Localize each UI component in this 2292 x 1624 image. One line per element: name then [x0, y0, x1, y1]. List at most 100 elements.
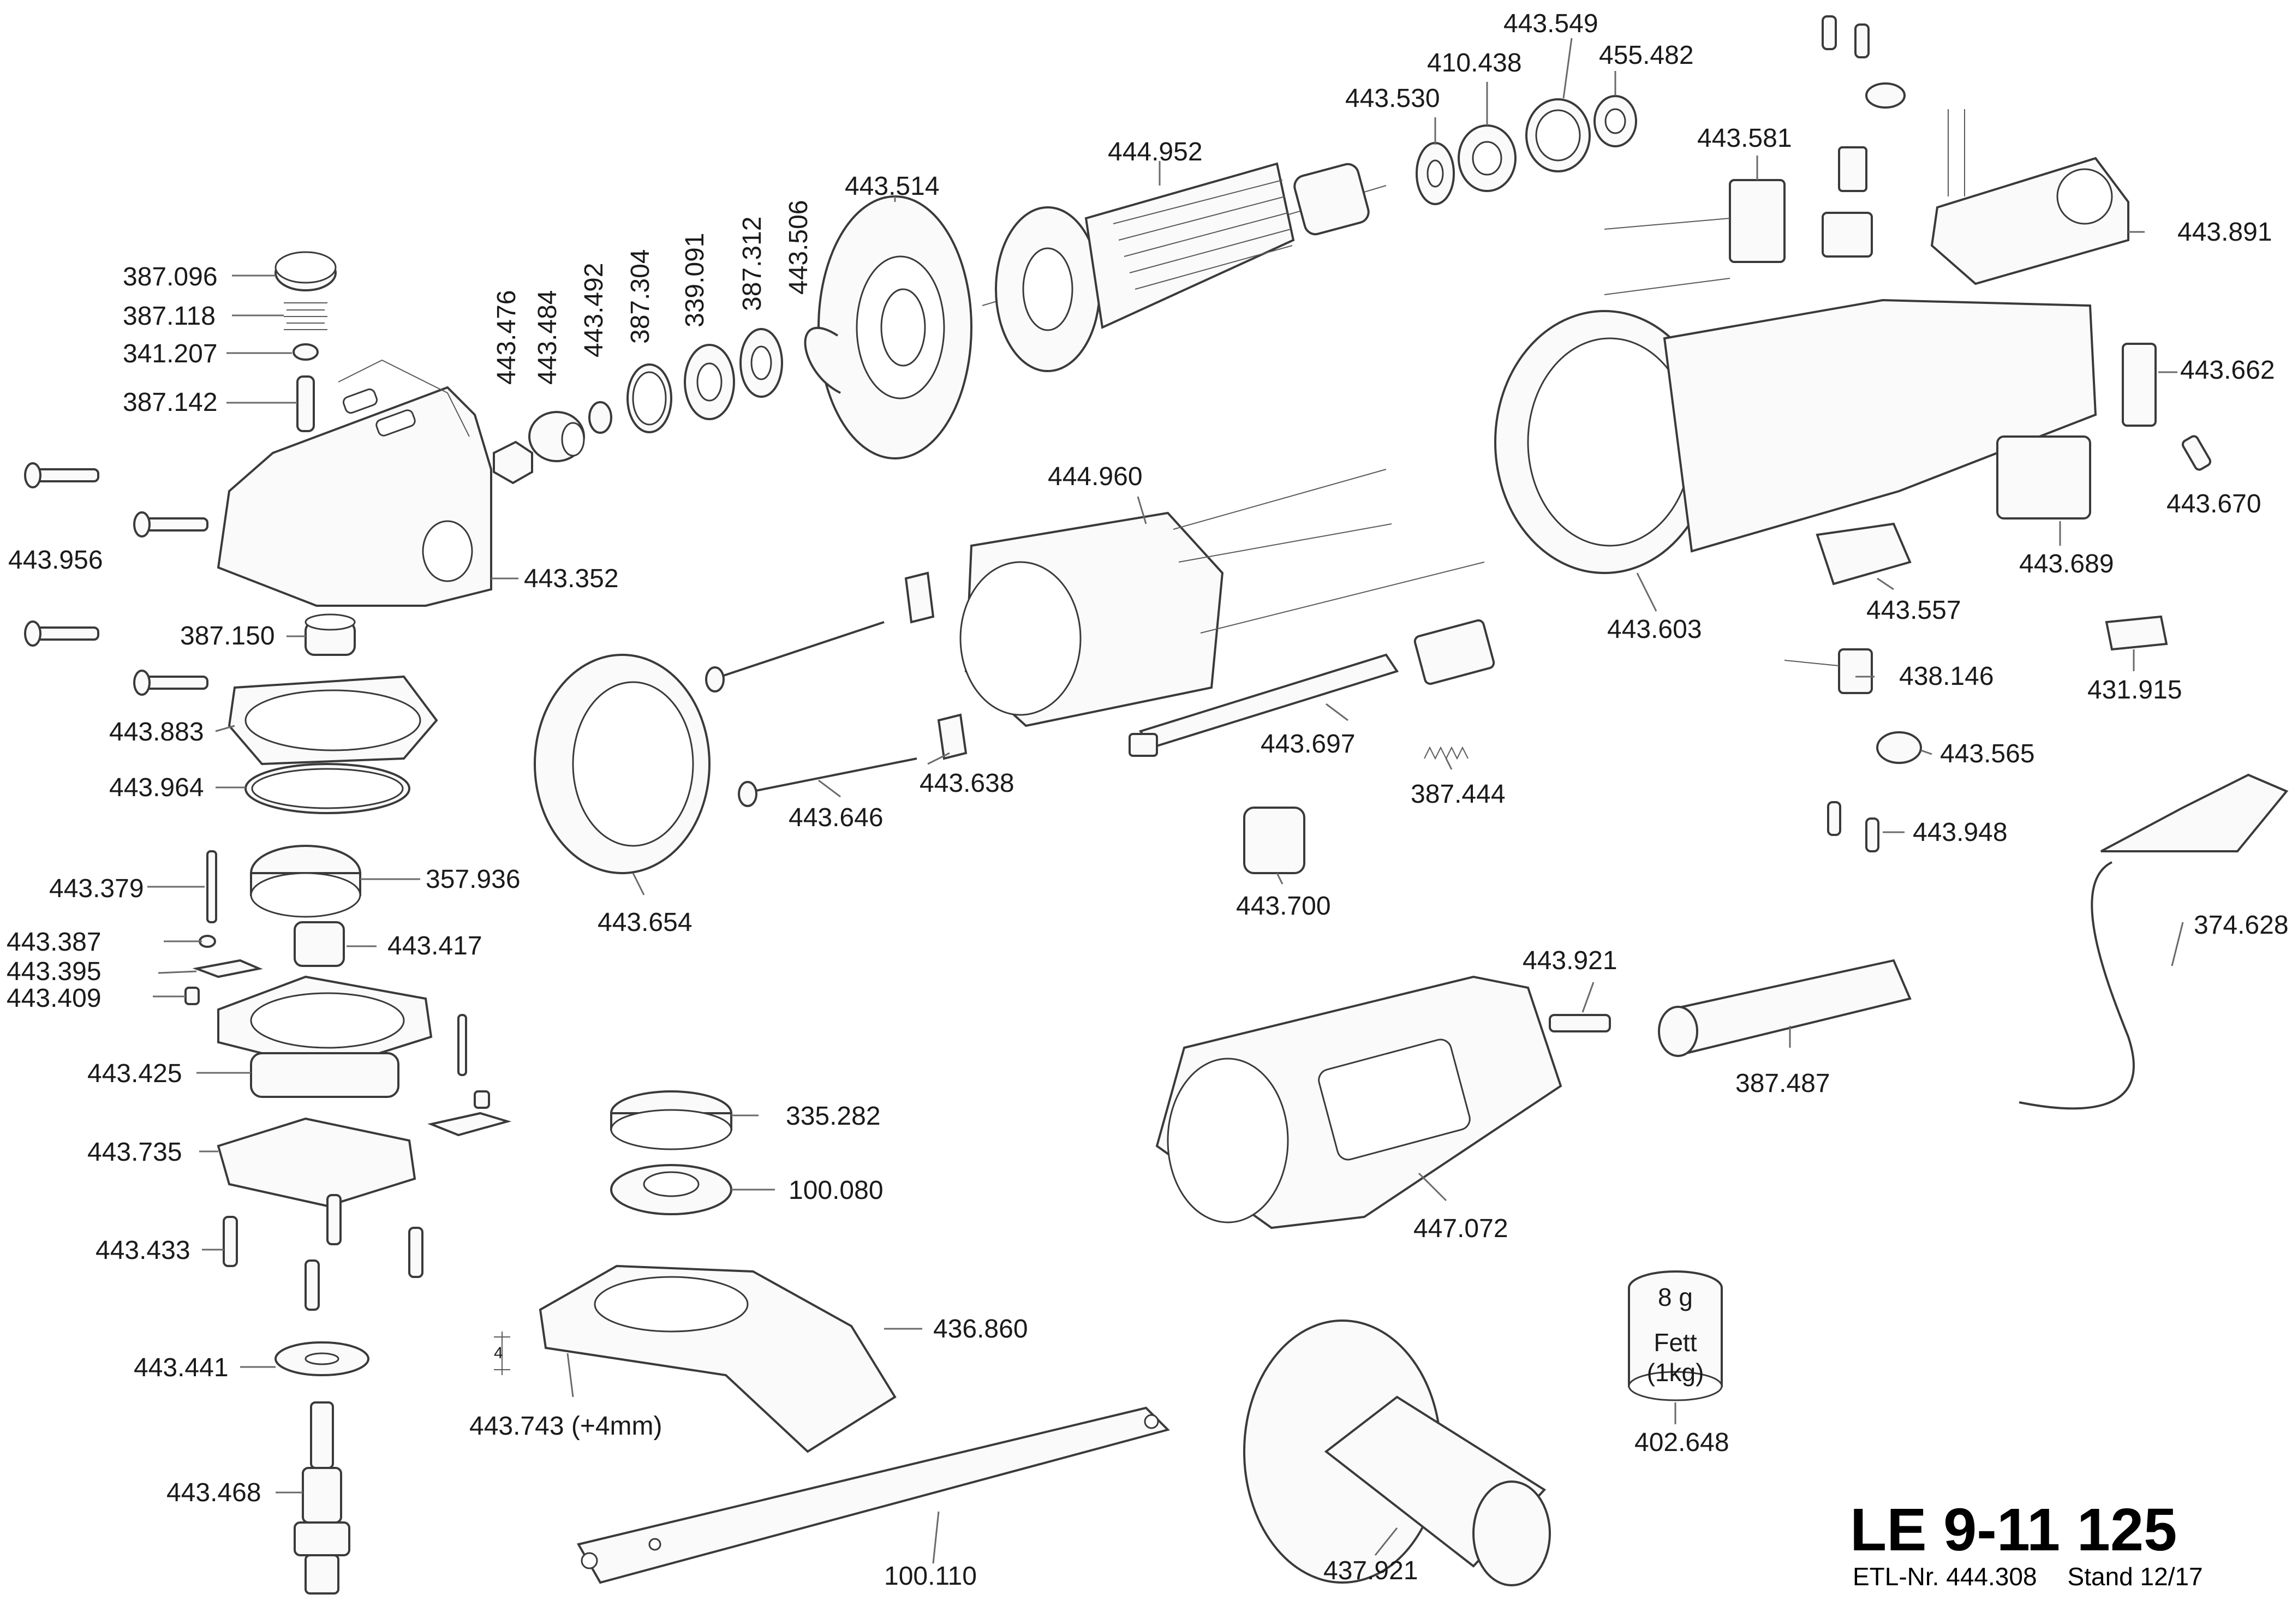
washer-341-207 — [293, 343, 319, 361]
screw-443-433-b — [326, 1194, 342, 1245]
spanner-100-110 — [576, 1406, 1170, 1584]
part-label-443-697: 443.697 — [1261, 730, 1356, 759]
dimension-marker — [494, 1332, 510, 1375]
grease-amount: 8 g — [1658, 1283, 1693, 1311]
screw-443-646-a — [705, 621, 885, 692]
part-label-431-915: 431.915 — [2087, 676, 2182, 704]
grease-line1: Fett — [1654, 1328, 1697, 1357]
spring-clip-443-565 — [1876, 731, 1922, 764]
part-label-443-603: 443.603 — [1607, 615, 1702, 644]
part-label-443-743: 443.743 (+4mm) — [469, 1412, 662, 1441]
part-label-443-514: 443.514 — [845, 172, 940, 201]
part-label-387-312: 387.312 — [738, 216, 767, 311]
stand-date: Stand 12/17 — [2067, 1562, 2203, 1591]
part-label-443-492: 443.492 — [580, 262, 608, 357]
flange-357-936 — [250, 845, 361, 918]
ring-455-482 — [1593, 95, 1637, 147]
gear-housing-443-352 — [217, 359, 492, 607]
footer: ETL-Nr. 444.308 Stand 12/17 — [1853, 1562, 2234, 1591]
part-label-387-096: 387.096 — [123, 262, 218, 291]
spindle-443-468 — [294, 1401, 350, 1595]
part-label-387-487: 387.487 — [1735, 1069, 1830, 1098]
clip-443-638-a — [904, 571, 935, 624]
part-label-443-638: 443.638 — [920, 769, 1014, 798]
part-label-443-352: 443.352 — [524, 564, 619, 593]
spring-clip-top — [1865, 82, 1906, 109]
part-label-436-860: 436.860 — [933, 1315, 1028, 1344]
part-label-443-565: 443.565 — [1940, 739, 2035, 768]
lever-443-395 — [192, 959, 263, 978]
sleeve-443-417 — [294, 921, 345, 967]
switch-443-557 — [1816, 522, 1912, 586]
brush-holder-443-581 — [1604, 179, 1786, 295]
part-label-374-628: 374.628 — [2194, 911, 2289, 940]
part-label-443-921: 443.921 — [1523, 946, 1617, 975]
part-label-443-468: 443.468 — [166, 1478, 261, 1507]
part-label-443-646: 443.646 — [789, 803, 884, 832]
part-label-443-433: 443.433 — [96, 1236, 190, 1265]
part-label-443-395: 443.395 — [7, 957, 102, 986]
ring-387-304 — [626, 363, 672, 433]
part-label-443-484: 443.484 — [533, 290, 562, 385]
part-label-387-304: 387.304 — [626, 249, 655, 344]
screw-443-956-a — [24, 462, 99, 488]
part-label-447-072: 447.072 — [1413, 1214, 1508, 1243]
o-ring-443-964 — [244, 763, 410, 814]
pin-387-142 — [296, 375, 315, 432]
etl-number: ETL-Nr. 444.308 — [1853, 1562, 2037, 1591]
electronics-443-891 — [1930, 109, 2129, 285]
part-label-341-207: 341.207 — [123, 339, 218, 368]
screw-443-646-b — [738, 757, 917, 807]
part-label-443-417: 443.417 — [387, 932, 482, 960]
screw-443-956-b — [133, 511, 208, 538]
slider-443-700 — [1243, 807, 1305, 874]
part-label-443-689: 443.689 — [2019, 550, 2114, 578]
grease-label: 8 g Fett (1kg) — [1629, 1282, 1722, 1388]
part-label-443-387: 443.387 — [7, 928, 102, 957]
part-label-443-425: 443.425 — [87, 1059, 182, 1088]
part-label-339-091: 339.091 — [681, 232, 709, 327]
part-label-410-438: 410.438 — [1427, 49, 1522, 77]
bearing-387-150 — [305, 613, 356, 656]
part-label-443-549: 443.549 — [1503, 9, 1598, 38]
gasket-443-883 — [228, 675, 438, 766]
washer-443-441 — [274, 1341, 369, 1376]
screws-443-948 — [1827, 801, 1879, 852]
screw-443-956-d — [133, 670, 208, 696]
part-label-443-379: 443.379 — [49, 874, 144, 903]
spring-387-118 — [284, 302, 327, 330]
screw-443-409 — [184, 987, 200, 1005]
terminal-431-915 — [2105, 615, 2168, 651]
part-label-443-891: 443.891 — [2177, 218, 2272, 247]
nut-443-476 — [493, 440, 533, 485]
screw-443-921 — [1549, 1014, 1611, 1032]
part-label-443-662: 443.662 — [2180, 356, 2275, 385]
screw-443-433-c — [408, 1227, 423, 1278]
washer-443-387 — [199, 935, 216, 948]
bushing-443-484 — [528, 411, 585, 462]
bearing-410-438 — [1458, 124, 1517, 192]
grease-line2: (1kg) — [1646, 1358, 1704, 1387]
lock-nut-335-282 — [610, 1090, 732, 1150]
capacitor-443-689 — [1996, 435, 2091, 520]
rear-housing-447-072 — [1155, 975, 1562, 1229]
part-label-443-964: 443.964 — [109, 773, 204, 802]
part-label-443-735: 443.735 — [87, 1138, 182, 1167]
part-label-357-936: 357.936 — [426, 865, 521, 894]
spindle-lock-parts — [427, 1014, 512, 1137]
part-label-100-110: 100.110 — [884, 1562, 977, 1591]
bearing-plate-443-425 — [217, 975, 433, 1098]
washer-443-492 — [588, 401, 612, 434]
brush-parts-top — [1822, 146, 1873, 258]
motor-housing-443-603 — [1494, 298, 2097, 574]
part-label-438-146: 438.146 — [1899, 662, 1994, 691]
bearing-sleeve-443-549 — [1525, 98, 1591, 172]
circlip-443-506 — [804, 326, 841, 394]
part-label-437-921: 437.921 — [1323, 1556, 1418, 1585]
part-label-443-581: 443.581 — [1697, 124, 1792, 153]
part-label-387-118: 387.118 — [123, 302, 216, 331]
screw-443-956-c — [24, 620, 99, 647]
guard-ring-443-654 — [534, 654, 711, 874]
cap-387-096 — [274, 251, 337, 291]
